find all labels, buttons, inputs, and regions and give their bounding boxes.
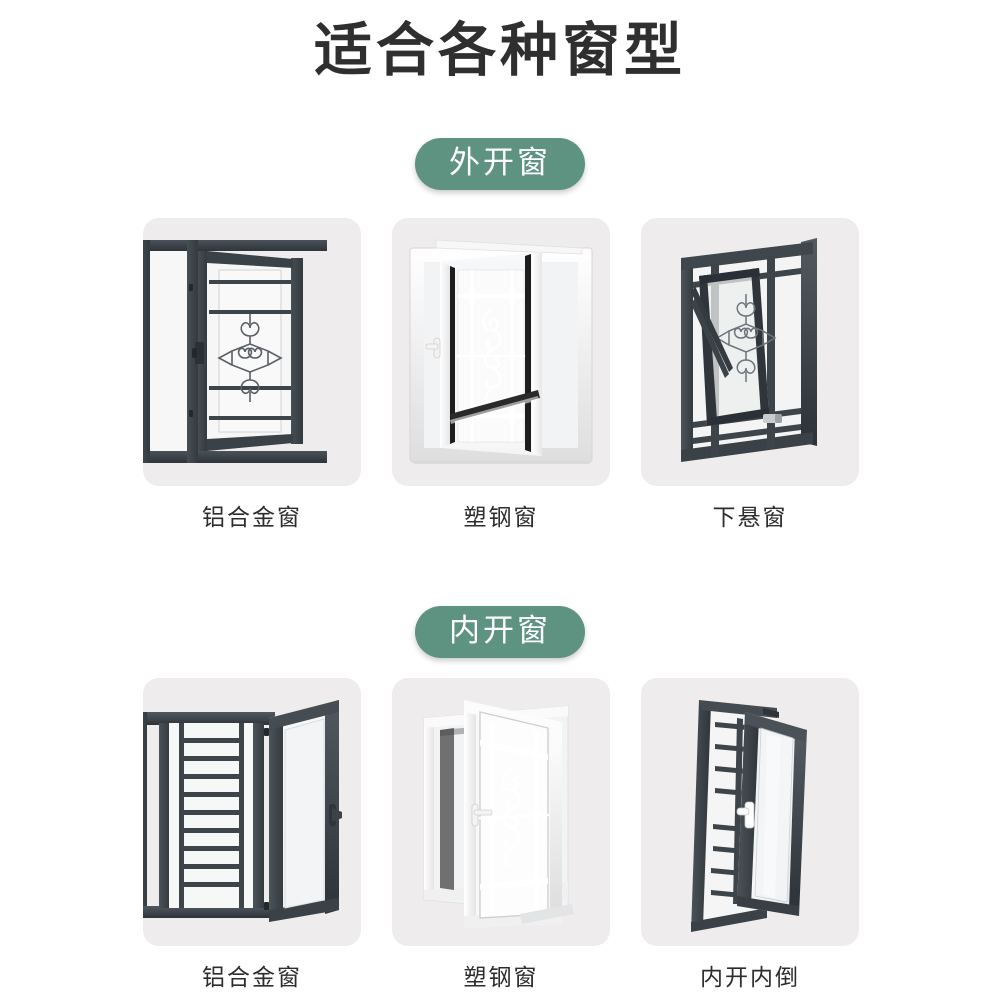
section-badge-outward-opening-window: 外开窗: [415, 138, 585, 190]
upvc-outward-casement-illustration: [392, 218, 610, 486]
section-1-badge-wrap: 外开窗: [0, 138, 1000, 190]
bottom-hung-awning-illustration: [641, 218, 859, 486]
window-type-card-upvc-inward[interactable]: 塑钢窗: [392, 678, 610, 992]
window-type-card-tilt-and-turn[interactable]: 内开内倒: [641, 678, 859, 992]
window-type-caption: 塑钢窗: [463, 964, 539, 990]
window-type-row-inward: 铝合金窗: [143, 678, 859, 992]
window-type-caption: 铝合金窗: [202, 964, 302, 990]
window-type-caption: 铝合金窗: [202, 504, 302, 530]
window-image-tile: [392, 678, 610, 946]
window-image-tile: [143, 218, 361, 486]
page-title: 适合各种窗型: [313, 18, 686, 83]
tilt-and-turn-illustration: [641, 678, 859, 946]
window-image-tile: [392, 218, 610, 486]
window-type-card-aluminium-inward[interactable]: 铝合金窗: [143, 678, 361, 992]
upvc-inward-casement-illustration: [392, 678, 610, 946]
window-image-tile: [143, 678, 361, 946]
window-image-tile: [641, 218, 859, 486]
aluminium-inward-casement-illustration: [143, 678, 361, 946]
aluminium-outward-casement-illustration: [143, 218, 361, 486]
window-image-tile: [641, 678, 859, 946]
window-type-card-bottom-hung[interactable]: 下悬窗: [641, 218, 859, 532]
window-type-card-upvc-outward[interactable]: 塑钢窗: [392, 218, 610, 532]
window-type-card-aluminium-outward[interactable]: 铝合金窗: [143, 218, 361, 532]
window-type-row-outward: 铝合金窗: [143, 218, 859, 532]
section-2-badge-wrap: 内开窗: [0, 606, 1000, 658]
window-type-caption: 下悬窗: [712, 504, 788, 530]
section-badge-inward-opening-window: 内开窗: [415, 606, 585, 658]
window-type-caption: 内开内倒: [700, 964, 800, 990]
window-type-caption: 塑钢窗: [463, 504, 539, 530]
